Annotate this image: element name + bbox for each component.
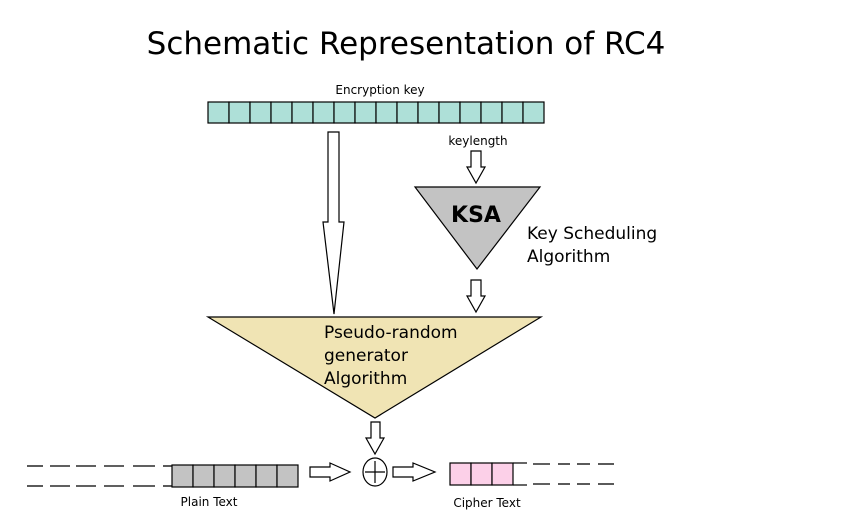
encryption-key-cell <box>459 101 482 124</box>
key-to-prga-arrow <box>322 131 345 315</box>
encryption-key-cell <box>228 101 251 124</box>
ksa-description-line1: Key Scheduling <box>527 224 657 244</box>
encryption-key-cell <box>522 101 545 124</box>
prga-block <box>205 316 544 419</box>
cipher-text-cell <box>491 462 514 486</box>
encryption-key-array <box>207 101 545 124</box>
encryption-key-cell <box>333 101 356 124</box>
plain-text-array <box>171 464 299 488</box>
keylength-arrow <box>465 150 487 185</box>
encryption-key-cell <box>291 101 314 124</box>
diagram-title: Schematic Representation of RC4 <box>147 26 666 62</box>
plain-text-cell <box>276 464 299 488</box>
prga-label-line2: generator <box>324 346 408 366</box>
encryption-key-cell <box>501 101 524 124</box>
ksa-block <box>413 186 542 270</box>
cipher-text-cell <box>449 462 472 486</box>
keylength-label: keylength <box>448 134 507 148</box>
encryption-key-cell <box>375 101 398 124</box>
cipher-text-dashes <box>533 463 614 485</box>
cipher-text-array <box>449 462 527 486</box>
ksa-description-line2: Algorithm <box>527 247 610 267</box>
plain-text-cell <box>192 464 215 488</box>
xor-to-cipher-arrow <box>392 462 437 482</box>
cipher-text-cell <box>470 462 493 486</box>
encryption-key-cell <box>207 101 230 124</box>
encryption-key-cell <box>396 101 419 124</box>
xor-operator <box>362 457 388 487</box>
encryption-key-cell <box>480 101 503 124</box>
plain-text-cell <box>171 464 194 488</box>
encryption-key-cell <box>270 101 293 124</box>
plain-to-xor-arrow <box>309 462 352 482</box>
plain-text-cell <box>213 464 236 488</box>
prga-label-line3: Algorithm <box>324 369 407 389</box>
encryption-key-cell <box>438 101 461 124</box>
encryption-key-cell <box>312 101 335 124</box>
encryption-key-cell <box>354 101 377 124</box>
plain-text-cell <box>234 464 257 488</box>
prga-label-line1: Pseudo-random <box>324 323 458 343</box>
plain-text-label: Plain Text <box>181 495 238 509</box>
ksa-to-prga-arrow <box>465 279 487 314</box>
prga-to-xor-arrow <box>364 421 386 456</box>
ksa-label: KSA <box>451 203 501 228</box>
plain-text-dashes <box>27 465 172 487</box>
encryption-key-cell <box>249 101 272 124</box>
plain-text-cell <box>255 464 278 488</box>
encryption-key-cell <box>417 101 440 124</box>
encryption-key-label: Encryption key <box>335 83 424 97</box>
cipher-text-label: Cipher Text <box>453 496 521 510</box>
